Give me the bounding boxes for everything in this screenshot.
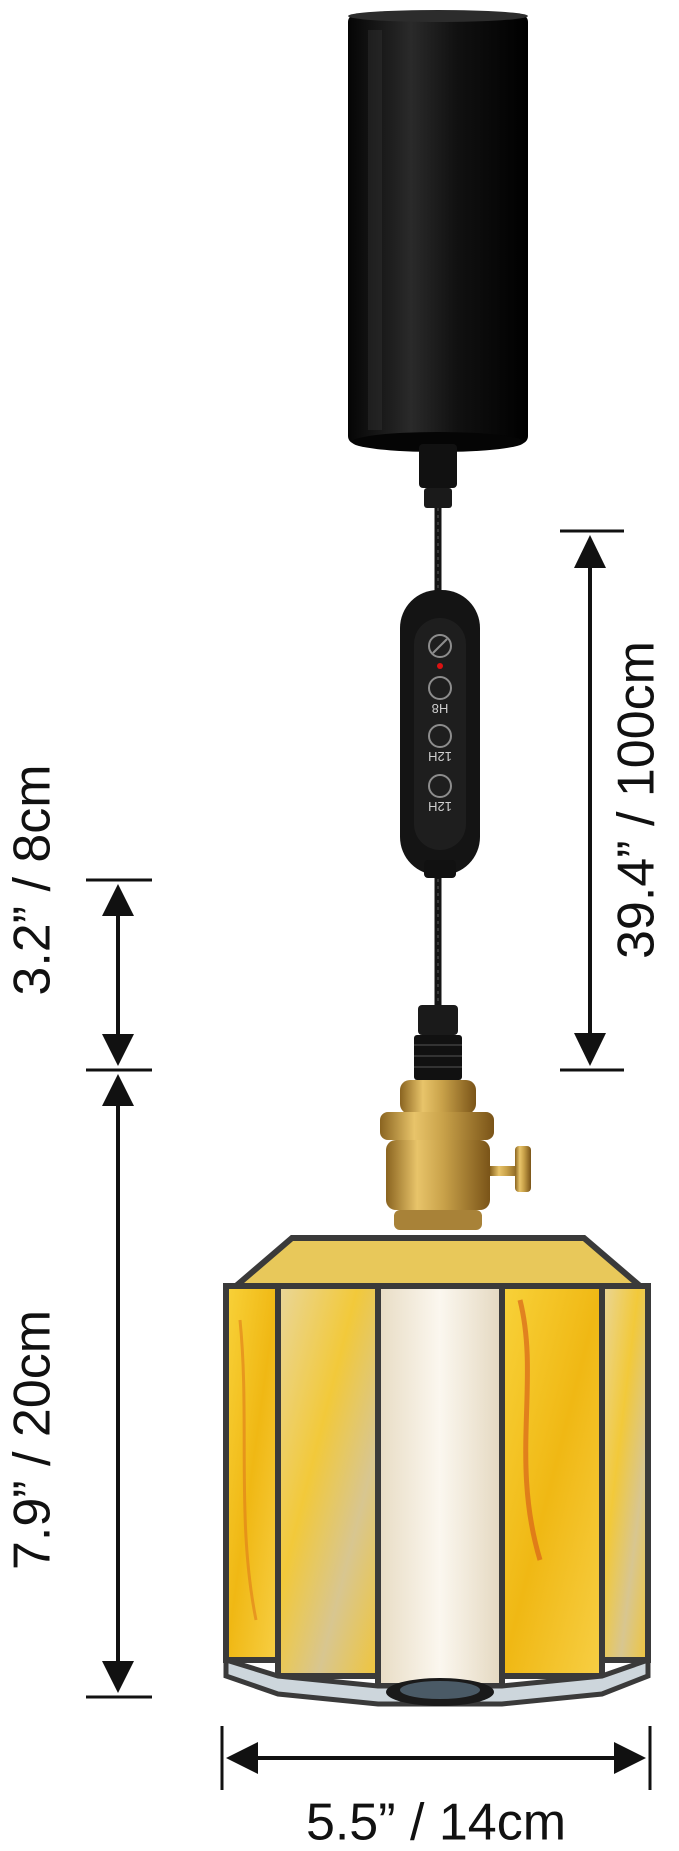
inline-timer-switch: H8 12H 12H [400,590,480,878]
cord-length-label: 39.4” / 100cm [608,641,666,959]
arrow-down-icon [574,1033,606,1066]
timer-button-12h-a [428,724,452,748]
timer-button-8h [428,676,452,700]
dimension-socket-height: 3.2” / 8cm [4,764,152,1072]
arrow-right-icon [614,1742,646,1774]
switch-knob-icon [515,1146,531,1192]
timer-label-1: H8 [432,701,449,716]
shade-height-label: 7.9” / 20cm [4,1310,62,1570]
stained-glass-shade [223,1235,651,1707]
arrow-down-icon [102,1034,134,1066]
brass-socket [380,1080,531,1230]
timer-button-12h-b [428,774,452,798]
arrow-up-icon [574,535,606,568]
socket-height-label: 3.2” / 8cm [4,764,62,995]
arrow-down-icon [102,1661,134,1693]
dimension-cord-length: 39.4” / 100cm [560,529,666,1072]
lamp-holder [414,1005,462,1080]
arrow-left-icon [226,1742,258,1774]
power-button-icon [428,634,452,658]
arrow-up-icon [102,1074,134,1106]
timer-label-2: 12H [428,749,452,764]
dimension-shade-height: 7.9” / 20cm [4,1074,152,1699]
shade-width-label: 5.5” / 14cm [306,1794,566,1851]
timer-label-3: 12H [428,799,452,814]
ceiling-canopy [348,10,528,452]
dimension-shade-width: 5.5” / 14cm [220,1726,652,1851]
cord-connector [419,444,457,508]
indicator-led [437,663,443,669]
arrow-up-icon [102,884,134,916]
